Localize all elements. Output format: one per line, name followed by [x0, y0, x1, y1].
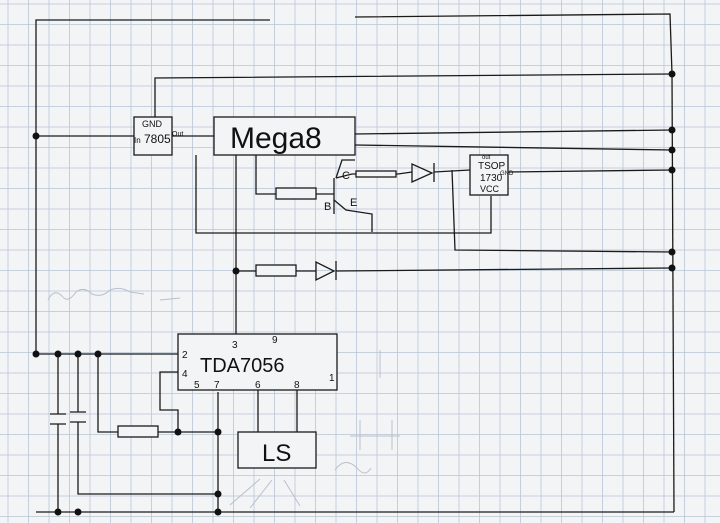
wires	[35, 13, 675, 513]
speaker-label: LS	[262, 440, 291, 467]
amplifier-pin-2: 2	[182, 350, 188, 361]
regulator-part-label: 7805	[144, 132, 171, 146]
regulator-gnd-pin-label: GND	[142, 119, 163, 129]
amplifier-pin-3: 3	[232, 340, 238, 351]
amplifier-pin-8: 8	[294, 380, 300, 391]
amplifier-pin-6: 6	[255, 380, 261, 391]
resistor-input	[117, 425, 159, 438]
amplifier-tda7056: TDA7056 2 3 9 4 5 7 6 8 1	[177, 333, 338, 391]
mcu-mega8: Mega8	[213, 116, 356, 156]
amplifier-pin-5: 5	[194, 380, 200, 391]
junction-dots	[32, 70, 676, 516]
speaker-ls: LS	[237, 431, 317, 469]
regulator-7805: GND In 7805 Out	[133, 116, 183, 156]
tsop-line1-label: TSOP	[478, 161, 506, 172]
resistor-base	[275, 187, 317, 200]
amplifier-pin-7: 7	[214, 380, 220, 391]
tsop-out-pin-label: out	[482, 155, 491, 161]
regulator-out-pin-label: Out	[172, 131, 183, 138]
amplifier-pin-1: 1	[329, 373, 335, 384]
resistor-led	[255, 264, 297, 277]
amplifier-pin-4: 4	[182, 369, 188, 380]
amplifier-pin-9: 9	[272, 335, 278, 346]
regulator-in-pin-label: In	[134, 136, 141, 145]
tsop-line2-label: 1730	[480, 173, 503, 184]
transistor-collector-label: C	[342, 170, 350, 182]
ir-receiver-tsop1730: out TSOP 1730 VCC GND	[469, 154, 514, 196]
transistor-base-label: B	[324, 201, 331, 213]
diode-led	[315, 260, 337, 282]
amplifier-label: TDA7056	[200, 355, 285, 377]
resistor-collector	[355, 170, 397, 178]
capacitor-c2	[70, 411, 86, 423]
tsop-vcc-pin-label: VCC	[480, 184, 500, 194]
mcu-label: Mega8	[230, 122, 322, 155]
diode-ir-led	[411, 162, 435, 184]
capacitor-c1	[50, 413, 66, 425]
tsop-gnd-pin-label: GND	[500, 171, 514, 177]
pencil-sketch-marks	[47, 287, 400, 509]
transistor-emitter-label: E	[350, 197, 357, 209]
